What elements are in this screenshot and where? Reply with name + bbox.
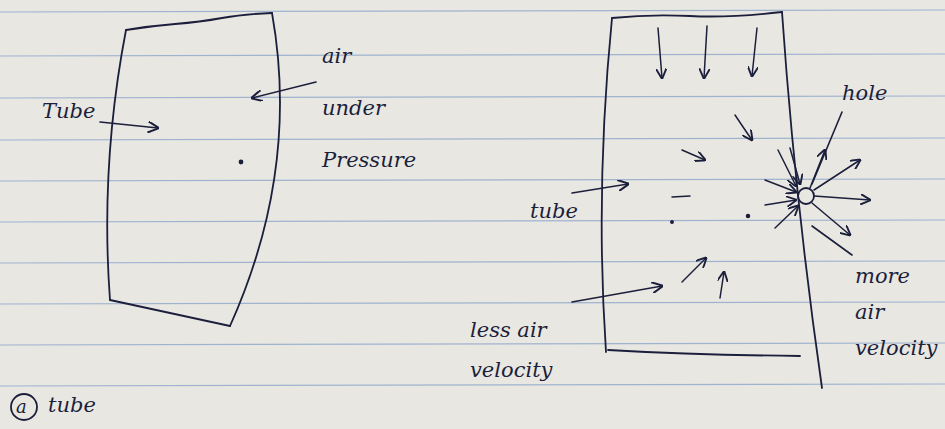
note-label: more air velocity bbox=[855, 258, 937, 366]
circled-letter bbox=[11, 394, 37, 420]
part-label: hole bbox=[842, 80, 887, 106]
part-label: air under Pressure bbox=[322, 30, 416, 186]
tube-with-hole bbox=[602, 12, 822, 388]
caption-label: tube bbox=[48, 392, 96, 418]
part-label: tube bbox=[530, 198, 578, 224]
air-flow-arrows bbox=[658, 26, 870, 298]
leader-arrows bbox=[100, 82, 852, 302]
note-label: less air velocity bbox=[470, 310, 590, 390]
tube-outline bbox=[107, 13, 280, 326]
callout-letter: a bbox=[16, 394, 27, 420]
part-label: Tube bbox=[42, 98, 95, 124]
